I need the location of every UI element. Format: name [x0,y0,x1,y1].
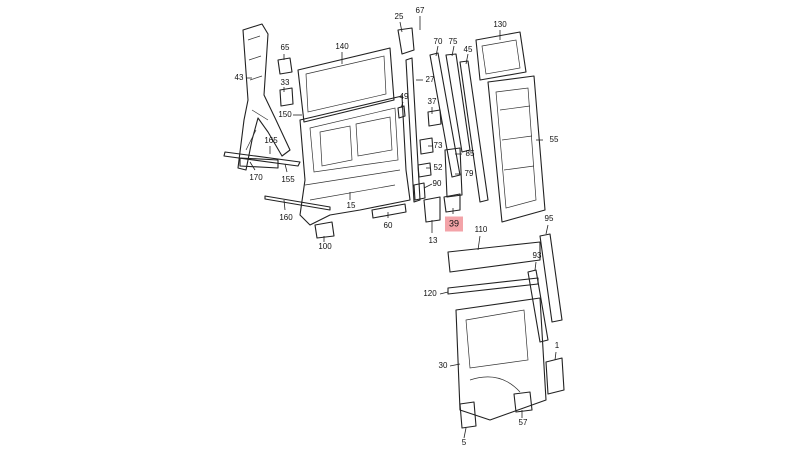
callout-15[interactable]: 15 [346,201,356,210]
callout-120[interactable]: 120 [423,289,437,298]
callout-13[interactable]: 13 [428,236,438,245]
callout-73[interactable]: 73 [433,141,443,150]
small-parts-bottom [314,203,407,239]
callout-43[interactable]: 43 [234,73,244,82]
small-brackets [397,105,463,223]
callout-90[interactable]: 90 [432,179,442,188]
callout-93[interactable]: 93 [532,251,542,260]
callout-1[interactable]: 1 [554,341,560,350]
callout-165[interactable]: 165 [264,136,278,145]
callout-160[interactable]: 160 [279,213,293,222]
rail-parts [223,151,331,211]
callout-55[interactable]: 55 [549,135,559,144]
callout-170[interactable]: 170 [249,173,263,182]
vertical-pillars [397,27,489,203]
callout-85[interactable]: 85 [465,149,475,158]
lower-side-panel [447,241,547,421]
callout-110[interactable]: 110 [474,225,488,234]
lower-small-parts [459,357,565,429]
callout-37[interactable]: 37 [427,97,437,106]
callout-130[interactable]: 130 [493,20,507,29]
callout-79[interactable]: 79 [464,169,474,178]
callout-57[interactable]: 57 [518,418,528,427]
callout-52[interactable]: 52 [433,163,443,172]
side-wall-panel-140 [297,47,411,226]
rear-panel-130-55 [475,31,546,223]
callout-49[interactable]: 49 [399,92,409,101]
callout-70[interactable]: 70 [433,37,443,46]
callout-150[interactable]: 150 [278,110,292,119]
callout-155[interactable]: 155 [281,175,295,184]
callout-67[interactable]: 67 [415,6,425,15]
callout-100[interactable]: 100 [318,242,332,251]
callout-75[interactable]: 75 [448,37,458,46]
pillar-assembly-43 [237,23,291,171]
callout-140[interactable]: 140 [335,42,349,51]
callout-39-highlighted[interactable]: 39 [444,216,464,232]
callout-60[interactable]: 60 [383,221,393,230]
callout-33[interactable]: 33 [280,78,290,87]
bracket-parts [277,57,294,107]
leader-lines [246,16,557,439]
callout-5[interactable]: 5 [461,438,467,447]
callout-45[interactable]: 45 [463,45,473,54]
callout-95[interactable]: 95 [544,214,554,223]
callout-65[interactable]: 65 [280,43,290,52]
callout-30[interactable]: 30 [438,361,448,370]
callout-25[interactable]: 25 [394,12,404,21]
rear-strips-93-95 [527,233,563,343]
callout-27[interactable]: 27 [425,75,435,84]
